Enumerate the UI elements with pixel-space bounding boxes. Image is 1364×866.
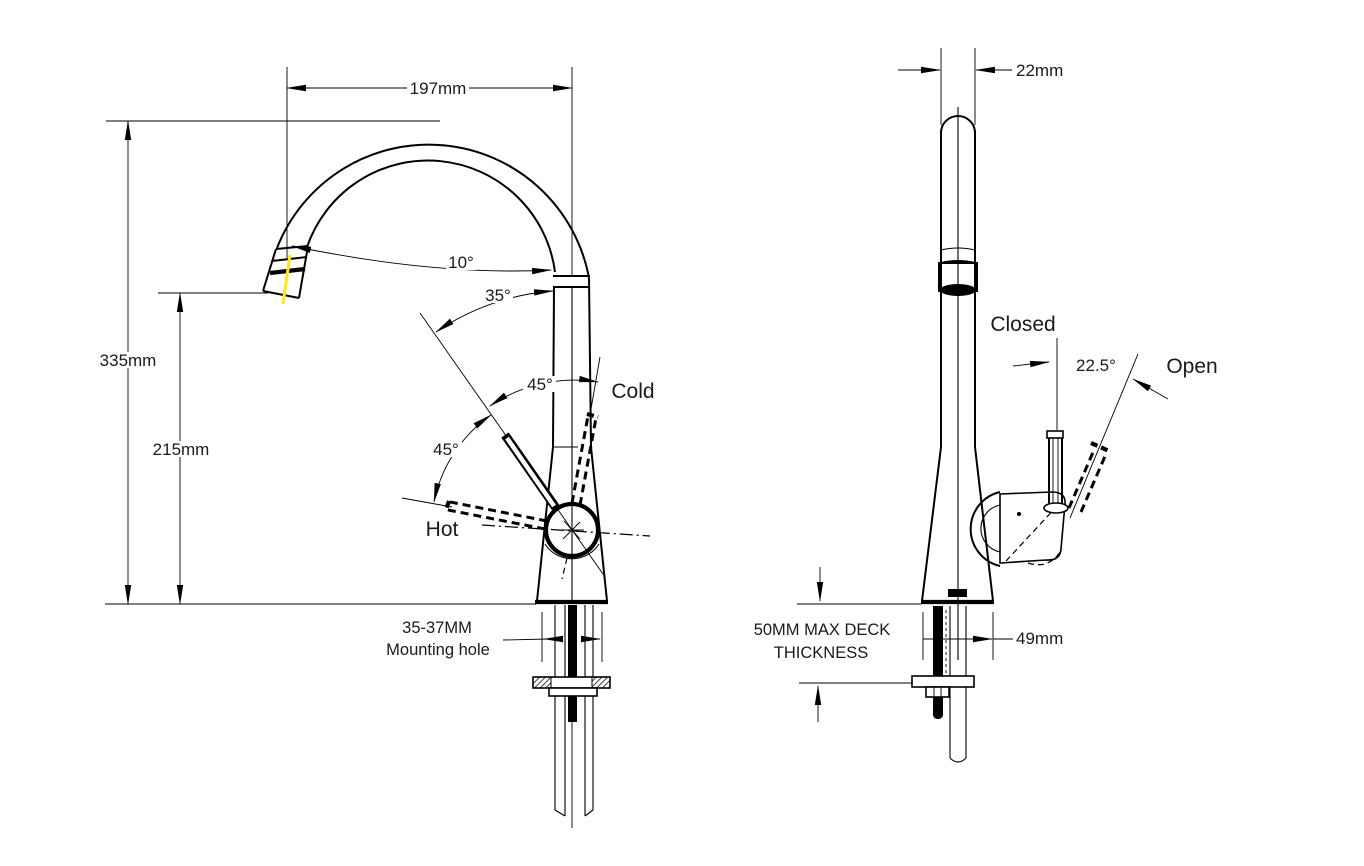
side-below-deck (797, 567, 975, 763)
threaded-rod-side (933, 606, 943, 677)
dim-handle-angle-lower: 45° (433, 440, 459, 459)
closed-label: Closed (990, 313, 1055, 336)
deck-thickness-line2: THICKNESS (774, 644, 868, 662)
aerator-highlight (281, 254, 292, 305)
front-view: 197mm 335mm 215mm 10° 35° 45° 45° Cold H… (96, 67, 655, 828)
hot-axis-line (401, 497, 453, 508)
lever-hot-dashed (442, 499, 548, 531)
dim-handle-open-angle: 22.5° (1076, 356, 1116, 375)
spout-gooseneck (276, 143, 590, 288)
mounting-washer-side (911, 675, 975, 688)
side-body (921, 107, 1066, 660)
lever-open-dashed (1067, 441, 1110, 513)
deck-thickness-line1: 50MM MAX DECK (754, 621, 891, 639)
mounting-hole-caption: Mounting hole (386, 641, 490, 659)
dim-handle-angle-upper: 45° (527, 375, 553, 394)
cold-label: Cold (611, 380, 654, 403)
mounting-nut-side (925, 686, 950, 698)
side-view: 22mm Closed 22.5° Open 50MM MAX DECK THI… (754, 48, 1218, 763)
dim-base-depth: 49mm (1016, 629, 1063, 648)
front-body (535, 277, 608, 605)
dim-spout-reach: 197mm (410, 79, 467, 98)
hot-label: Hot (426, 518, 459, 541)
threaded-rod (568, 605, 577, 677)
side-view-labels: 22mm Closed 22.5° Open 50MM MAX DECK THI… (754, 61, 1218, 662)
spout-nozzle (262, 245, 309, 305)
dim-overall-height: 335mm (100, 351, 157, 370)
front-view-labels: 197mm 335mm 215mm 10° 35° 45° 45° Cold H… (96, 79, 655, 659)
mounting-nut (548, 687, 598, 697)
lever-cold-dashed (570, 411, 599, 506)
dim-spout-diameter: 22mm (1016, 61, 1063, 80)
dim-spout-tilt: 10° (448, 253, 474, 272)
dim-handle-swing: 35° (485, 286, 511, 305)
handle-angle-callout (1012, 338, 1169, 519)
front-below-deck (105, 603, 611, 828)
front-dimensions (106, 67, 603, 662)
cold-axis-line (590, 356, 601, 410)
open-label: Open (1166, 355, 1217, 378)
mounting-hole-size: 35-37MM (402, 619, 472, 637)
lever-closed (1043, 430, 1069, 514)
side-dimensions (898, 48, 1013, 660)
pivot-circle (543, 501, 601, 559)
dim-outlet-height: 215mm (153, 440, 210, 459)
